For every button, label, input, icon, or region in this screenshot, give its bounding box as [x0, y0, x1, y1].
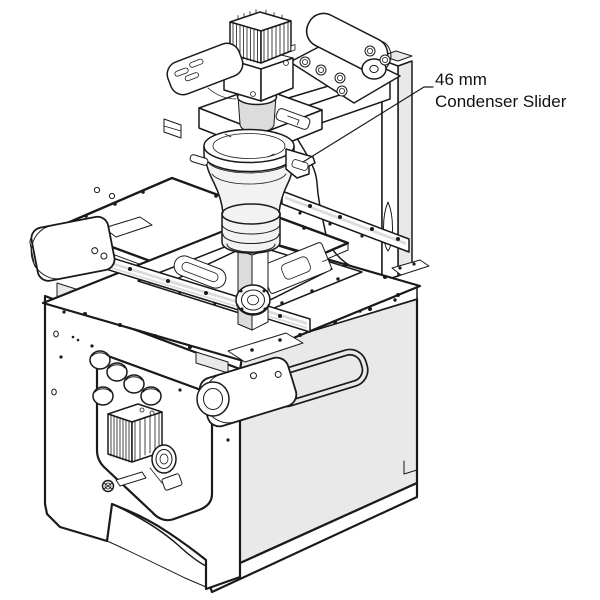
condenser-slider-tab — [285, 148, 316, 179]
edge-screw — [108, 192, 116, 200]
column-top-cap — [381, 50, 413, 62]
bracket-plate — [289, 40, 401, 104]
leg-inner-edge — [106, 540, 207, 588]
condenser-assembly — [163, 9, 323, 254]
centering-pin — [189, 154, 209, 166]
bracket-screws — [299, 45, 391, 97]
callout: 46 mm Condenser Slider — [302, 70, 567, 163]
edge-screw — [93, 186, 101, 194]
condenser-flange — [203, 128, 295, 173]
front-actuator — [195, 332, 304, 428]
upper-plate-screws — [84, 190, 306, 230]
callout-text-line1: 46 mm — [435, 70, 487, 89]
specimen-slot-plate — [173, 255, 227, 289]
dovetail-plate — [166, 42, 244, 100]
motor-body — [223, 47, 294, 102]
clamp-bracket — [101, 467, 183, 493]
driver-module — [107, 403, 163, 463]
objective-rings — [235, 284, 271, 316]
pivot-hole — [369, 64, 379, 74]
stage-insert-plate — [260, 242, 332, 294]
callout-leader-line — [302, 86, 434, 163]
lamp-port — [151, 444, 177, 474]
front-knobs — [89, 350, 162, 406]
light-shaft-and-objective — [235, 249, 271, 331]
callout-text-line2: Condenser Slider — [435, 92, 567, 111]
left-actuator — [29, 215, 153, 282]
arch-contour — [111, 503, 207, 567]
panel-notch — [403, 460, 418, 475]
corner-bracket — [391, 259, 430, 276]
